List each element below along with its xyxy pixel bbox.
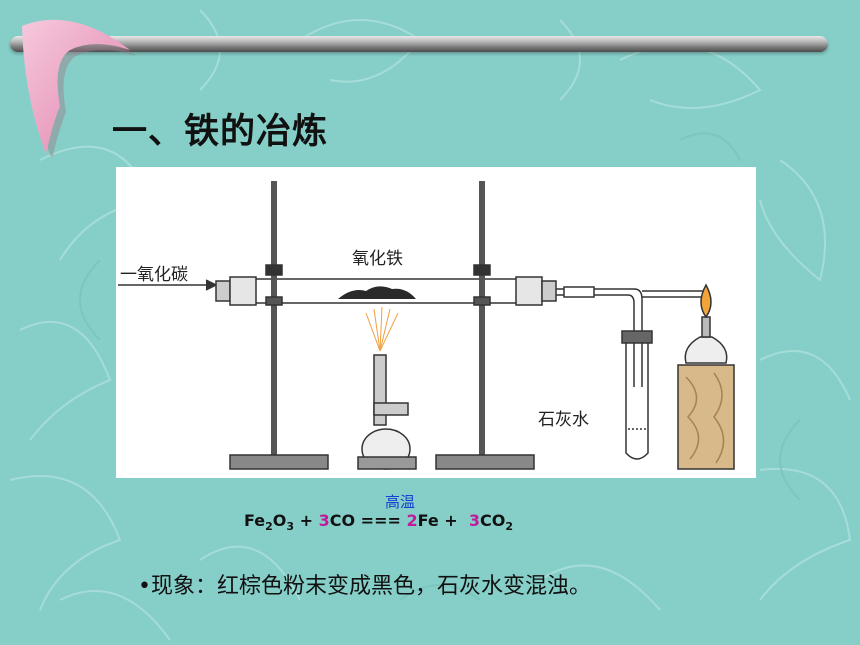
label-limewater: 石灰水 bbox=[538, 410, 589, 430]
eq-co2: CO bbox=[480, 511, 506, 530]
eq-co2-sub: 2 bbox=[505, 520, 513, 534]
eq-fe: Fe bbox=[244, 511, 266, 530]
boomerang-decoration bbox=[22, 19, 136, 156]
header-bar bbox=[10, 36, 828, 52]
eq-plus-2: + bbox=[438, 511, 469, 530]
eq-o: O bbox=[272, 511, 287, 530]
chemical-equation: Fe2O3 + 3CO === 2Fe + 3CO2 bbox=[244, 511, 513, 533]
eq-co: CO bbox=[329, 511, 356, 530]
eq-fe-sub: 2 bbox=[265, 520, 273, 534]
label-iron-oxide: 氧化铁 bbox=[352, 249, 403, 269]
reaction-condition: 高温 bbox=[385, 493, 416, 511]
apparatus-drawing bbox=[118, 181, 735, 470]
slide-title: 一、铁的冶炼 bbox=[112, 112, 329, 152]
eq-arrow: === bbox=[355, 511, 407, 530]
label-co-inlet: 一氧化碳 bbox=[120, 265, 188, 285]
eq-coef-fe: 2 bbox=[406, 511, 418, 530]
phenomenon-text: •现象：红棕色粉末变成黑色，石灰水变混浊。 bbox=[138, 574, 591, 599]
apparatus-figure: 一氧化碳 氧化铁 石灰水 bbox=[116, 167, 756, 478]
eq-coef-co2: 3 bbox=[468, 511, 480, 530]
eq-o-sub: 3 bbox=[286, 520, 295, 534]
eq-coef-co: 3 bbox=[318, 511, 330, 530]
eq-fe-product: Fe bbox=[417, 511, 439, 530]
eq-plus-1: + bbox=[294, 511, 319, 530]
